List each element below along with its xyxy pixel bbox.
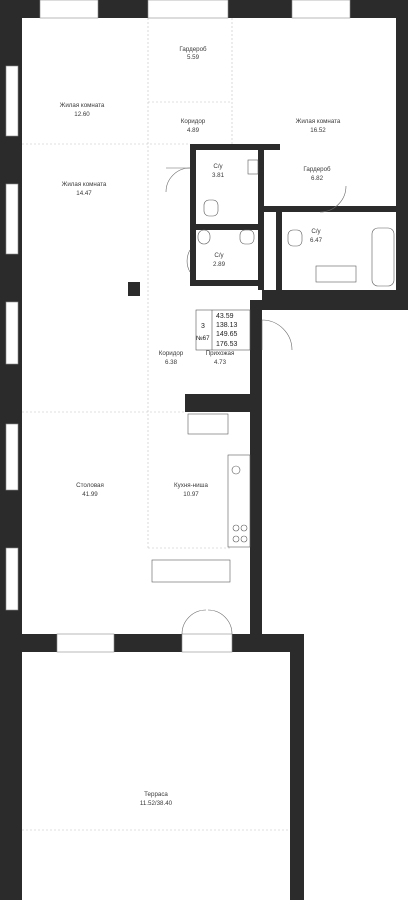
terrace-windows [56, 633, 233, 653]
room-area-hall: 4.73 [214, 359, 227, 366]
room-label-terrace: Терраса [144, 791, 168, 798]
room-label-living-1: Жилая комната [60, 102, 105, 109]
room-area-corridor-1: 4.89 [187, 127, 200, 134]
room-label-wardrobe-2: Гардероб [303, 166, 331, 173]
room-label-living-3: Жилая комната [62, 181, 107, 188]
room-area-wardrobe-2: 6.82 [311, 175, 324, 182]
apartment-area-0: 43.59 [216, 313, 234, 320]
apartment-area-1: 138.13 [216, 322, 238, 329]
column [128, 282, 140, 296]
room-label-dining: Столовая [76, 482, 104, 489]
room-label-bath-2: С/у [311, 228, 321, 235]
room-area-living-3: 14.47 [76, 190, 92, 197]
room-area-wardrobe-1: 5.59 [187, 54, 200, 61]
apartment-area-2: 149.65 [216, 331, 238, 338]
room-label-hall: Прихожая [206, 350, 235, 357]
top-windows [39, 0, 351, 19]
room-label-corridor-1: Коридор [181, 118, 206, 125]
room-area-dining: 41.99 [82, 491, 98, 498]
room-area-corridor-2: 6.38 [165, 359, 178, 366]
bath-fixtures [197, 159, 395, 287]
interior-walls [185, 144, 396, 412]
room-label-bath-3: С/у [214, 252, 224, 259]
room-label-living-2: Жилая комната [296, 118, 341, 125]
room-label-bath-1: С/у [213, 163, 223, 170]
room-area-kitchen: 10.97 [183, 491, 199, 498]
room-label-kitchen: Кухня-ниша [174, 482, 208, 489]
room-area-bath-2: 6.47 [310, 237, 323, 244]
room-area-living-2: 16.52 [310, 127, 326, 134]
room-area-terrace: 11.52/38.40 [140, 800, 173, 807]
zone-lines [22, 18, 290, 831]
apartment-info-box: 3 №67 43.59 138.13 149.65 176.53 [195, 309, 251, 351]
room-label-wardrobe-1: Гардероб [179, 46, 207, 53]
room-area-bath-3: 2.89 [213, 261, 226, 268]
room-area-bath-1: 3.81 [212, 172, 225, 179]
apartment-number: №67 [196, 335, 210, 342]
room-area-living-1: 12.60 [74, 111, 90, 118]
apartment-area-3: 176.53 [216, 341, 238, 348]
left-windows [5, 65, 19, 611]
room-label-corridor-2: Коридор [159, 350, 184, 357]
room-labels: Гардероб 5.59 Жилая комната 12.60 Коридо… [60, 46, 341, 807]
apartment-rooms-count: 3 [201, 323, 205, 330]
doors [165, 167, 347, 635]
kitchen-counter [151, 413, 251, 583]
